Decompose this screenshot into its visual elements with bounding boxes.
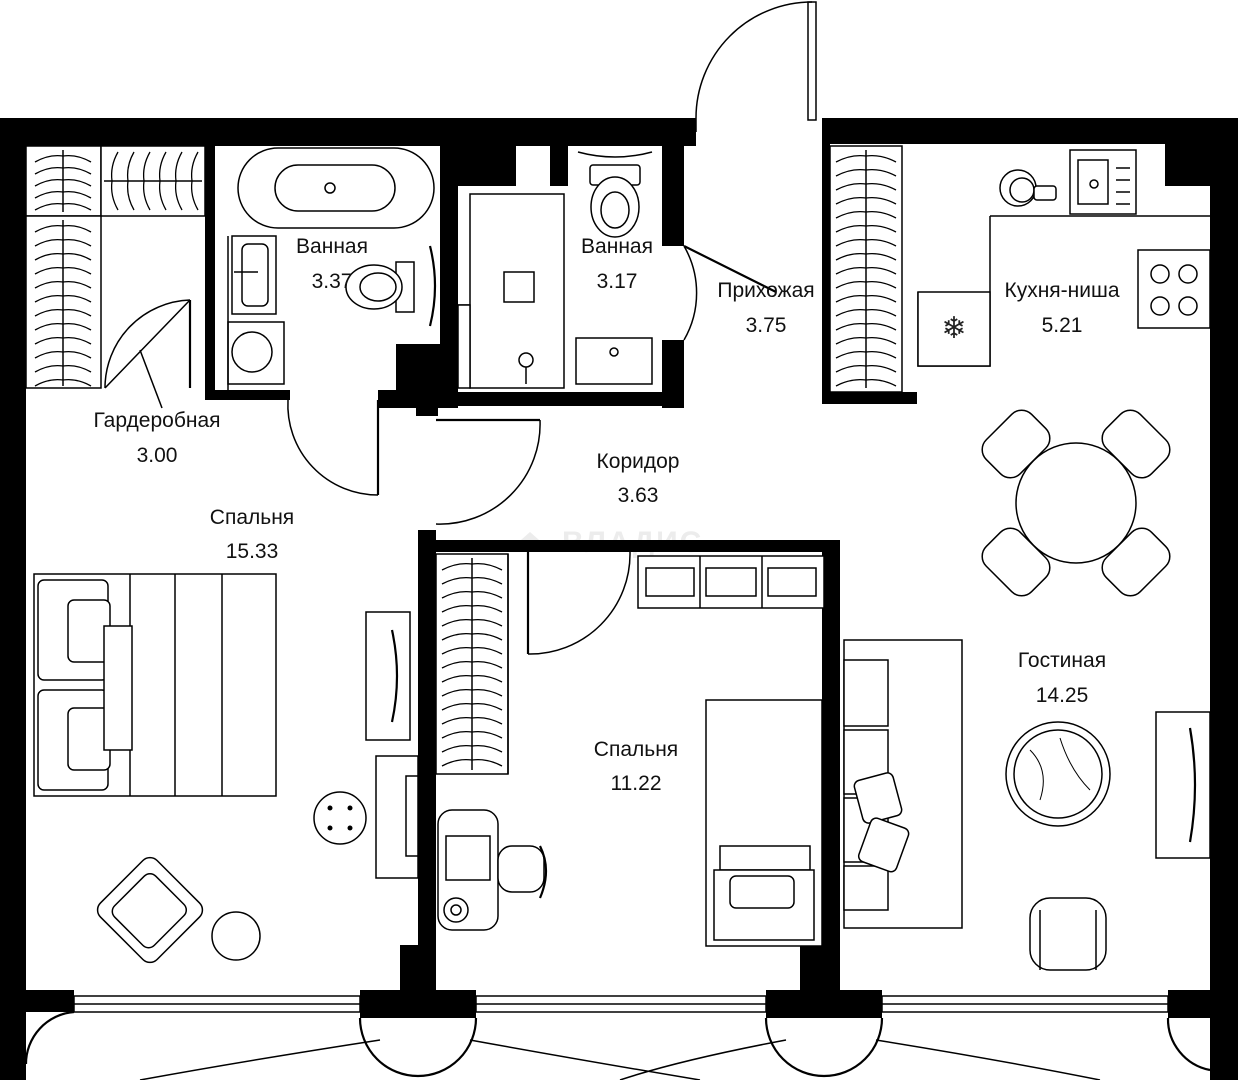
bathroom2-fixtures: [457, 151, 777, 389]
room-name-kitchen: Кухня-ниша: [1004, 279, 1119, 302]
living-furniture: [843, 409, 1211, 971]
room-name-bedroom1: Спальня: [210, 506, 294, 529]
room-area-corridor: 3.63: [618, 484, 659, 507]
room-area-wardrobe: 3.00: [137, 444, 178, 467]
room-name-wardrobe: Гардеробная: [93, 409, 220, 432]
room-area-living: 14.25: [1036, 684, 1089, 707]
corridor-door: [435, 418, 541, 525]
room-name-corridor: Коридор: [597, 450, 680, 473]
entry-door: [695, 1, 817, 132]
room-name-bath1: Ванная: [296, 235, 368, 258]
kitchen-fixtures: ❄: [829, 145, 1211, 393]
room-area-hall: 3.75: [746, 314, 787, 337]
room-name-hall: Прихожая: [717, 279, 814, 302]
room-labels: Гардеробная 3.00 Ванная 3.37 Ванная 3.17…: [93, 235, 1119, 795]
wardrobe-furniture: [25, 145, 206, 409]
room-name-bath2: Ванная: [581, 235, 653, 258]
walls: [0, 118, 1238, 1080]
room-name-living: Гостиная: [1018, 649, 1106, 672]
svg-text:❄: ❄: [941, 311, 966, 346]
room-area-kitchen: 5.21: [1042, 314, 1083, 337]
bedroom2-furniture: [435, 551, 825, 947]
room-name-bedroom2: Спальня: [594, 738, 678, 761]
bedroom1-furniture: [33, 573, 419, 964]
room-area-bedroom1: 15.33: [226, 540, 279, 563]
room-area-bath2: 3.17: [597, 270, 638, 293]
room-area-bedroom2: 11.22: [611, 772, 662, 795]
room-area-bath1: 3.37: [312, 270, 353, 293]
bathroom1-fixtures: [227, 147, 437, 496]
windows: [24, 995, 1211, 1080]
